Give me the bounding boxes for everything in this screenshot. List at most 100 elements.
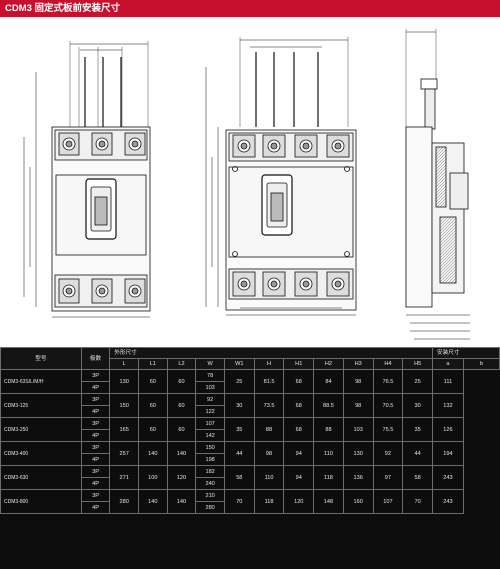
table-cell: 70.5 <box>372 393 404 418</box>
table-cell: 126 <box>432 417 464 442</box>
table-cell: 35 <box>223 417 255 442</box>
table-cell: 4P <box>80 477 111 490</box>
table-cell: 3P <box>80 393 111 406</box>
table-cell: 140 <box>137 489 168 514</box>
table-cell: 3P <box>80 369 111 382</box>
side-view <box>405 29 470 340</box>
column-header: H1 <box>283 358 315 370</box>
table-cell: 194 <box>432 441 464 466</box>
table-cell: 140 <box>166 441 197 466</box>
table-cell: 58 <box>402 465 434 490</box>
table-cell: 92 <box>372 441 404 466</box>
column-header: H2 <box>313 358 344 370</box>
column-header: H4 <box>372 358 404 370</box>
table-cell: 35 <box>402 417 434 442</box>
table-row: 4P 103 <box>1 381 500 394</box>
table-cell: 68 <box>283 369 315 394</box>
table-cell: 92 <box>195 393 225 406</box>
table-cell: 88 <box>313 417 344 442</box>
table-cell: 103 <box>342 417 374 442</box>
table-cell: 44 <box>223 441 255 466</box>
table-cell: 100 <box>137 465 168 490</box>
header-install-group: 安装尺寸 <box>432 347 500 359</box>
table-cell: 3P <box>80 417 111 430</box>
table-cell: 103 <box>195 381 225 394</box>
table-cell: 78 <box>195 369 225 382</box>
table-cell: 198 <box>195 453 225 466</box>
table-cell: 44 <box>402 441 434 466</box>
table-cell: 4P <box>80 453 111 466</box>
column-header: a <box>432 358 464 370</box>
table-cell: 257 <box>109 441 139 466</box>
model-cell: CDM3-250 <box>0 417 82 442</box>
table-cell: 3P <box>80 489 111 502</box>
table-cell: 140 <box>137 441 168 466</box>
table-cell: 4P <box>80 501 111 514</box>
table-cell: 94 <box>283 441 315 466</box>
column-header: L <box>109 358 139 370</box>
table-cell: 98 <box>253 441 285 466</box>
table-cell: 68 <box>283 417 315 442</box>
table-cell: 70 <box>402 489 434 514</box>
table-cell: 110 <box>253 465 285 490</box>
table-cell: 130 <box>342 441 374 466</box>
table-cell: 60 <box>137 393 168 418</box>
table-cell: 280 <box>195 501 225 514</box>
table-cell: 60 <box>137 369 168 394</box>
table-cell: 160 <box>342 489 374 514</box>
table-cell: 75.5 <box>372 417 404 442</box>
column-header: W <box>195 358 225 370</box>
table-cell: 60 <box>166 393 197 418</box>
table-cell: 271 <box>109 465 139 490</box>
table-cell: 132 <box>432 393 464 418</box>
table-cell: 182 <box>195 465 225 478</box>
table-cell: 30 <box>223 393 255 418</box>
table-cell: 84 <box>313 369 344 394</box>
table-cell: 4P <box>80 429 111 442</box>
table-cell: 110 <box>313 441 344 466</box>
model-cell: CDM3-400 <box>0 441 82 466</box>
table-cell: 4P <box>80 381 111 394</box>
header-outline-group: 外形尺寸 <box>109 347 434 359</box>
table-cell: 60 <box>137 417 168 442</box>
table-cell: 118 <box>253 489 285 514</box>
table-cell: 98 <box>342 369 374 394</box>
table-cell: 107 <box>195 417 225 430</box>
table-cell: 60 <box>166 417 197 442</box>
model-cell: CDM3-125 <box>0 393 82 418</box>
table-cell: 60 <box>166 369 197 394</box>
table-row: 4P 280 <box>1 501 500 514</box>
table-cell: 210 <box>195 489 225 502</box>
model-cell: CDM3-800 <box>0 489 82 514</box>
table-cell: 70 <box>223 489 255 514</box>
table-cell: 97 <box>372 465 404 490</box>
table-cell: 58 <box>223 465 255 490</box>
table-cell: 118 <box>313 465 344 490</box>
header-poles: 极数 <box>80 347 111 370</box>
front-view-4p <box>205 37 357 316</box>
table-cell: 68 <box>283 393 315 418</box>
table-cell: 243 <box>432 465 464 490</box>
table-cell: 107 <box>372 489 404 514</box>
header-model: 型号 <box>0 347 82 370</box>
column-header: L1 <box>137 358 168 370</box>
model-cell: CDM3-630 <box>0 465 82 490</box>
table-cell: 120 <box>166 465 197 490</box>
table-cell: 30 <box>402 393 434 418</box>
table-cell: 76.5 <box>372 369 404 394</box>
table-cell: 148 <box>313 489 344 514</box>
table-cell: 243 <box>432 489 464 514</box>
column-header: W1 <box>223 358 255 370</box>
table-cell: 165 <box>109 417 139 442</box>
table-cell: 136 <box>342 465 374 490</box>
table-cell: 140 <box>166 489 197 514</box>
table-cell: 111 <box>432 369 464 394</box>
table-cell: 240 <box>195 477 225 490</box>
